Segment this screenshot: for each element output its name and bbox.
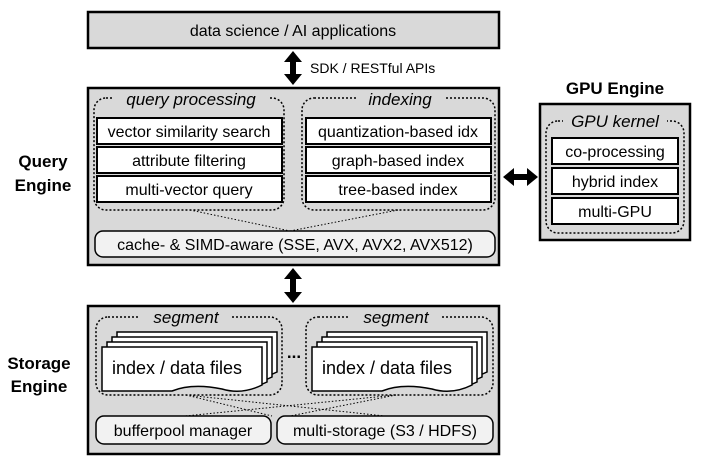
segment-title: segment [153, 308, 219, 327]
file-stack [101, 331, 278, 392]
files-label: index / data files [322, 358, 452, 378]
indexing-title: indexing [368, 90, 432, 109]
query-processing-item: vector similarity search [108, 124, 271, 141]
bufferpool-label: bufferpool manager [114, 423, 253, 440]
multi-storage-label: multi-storage (S3 / HDFS) [293, 423, 477, 440]
indexing-items: quantization-based idx graph-based index… [305, 117, 492, 203]
gpu-engine-title: GPU Engine [566, 79, 664, 98]
simd-bar-label: cache- & SIMD-aware (SSE, AVX, AVX2, AVX… [117, 237, 473, 254]
bufferpool-bar [95, 415, 272, 445]
segment-title: segment [363, 308, 429, 327]
gpu-kernel-title: GPU kernel [571, 112, 660, 131]
file-stack [311, 331, 488, 392]
multi-storage-bar [276, 415, 494, 445]
storage-double-arrow [284, 268, 302, 303]
simd-bar [94, 230, 496, 258]
indexing-item: tree-based index [338, 182, 457, 199]
api-arrow-label: SDK / RESTful APIs [310, 60, 435, 76]
indexing-item: graph-based index [332, 153, 465, 170]
storage-engine-title-line1: Storage [7, 354, 70, 373]
query-processing-group [93, 97, 285, 211]
query-processing-item: attribute filtering [132, 153, 246, 170]
query-processing-item: multi-vector query [125, 182, 252, 199]
gpu-items: co-processing hybrid index multi-GPU [551, 137, 679, 225]
query-processing-title: query processing [126, 90, 256, 109]
indexing-item: quantization-based idx [318, 124, 478, 141]
gpu-item: multi-GPU [578, 204, 652, 221]
query-connector-lines [189, 209, 399, 232]
storage-connector-lines [184, 394, 397, 417]
query-engine-title-line2: Engine [15, 176, 72, 195]
gpu-item: co-processing [565, 144, 665, 161]
query-processing-items: vector similarity search attribute filte… [96, 117, 283, 203]
segment-ellipsis: ... [287, 343, 301, 362]
gpu-double-arrow [503, 168, 538, 186]
query-engine-title-line1: Query [18, 152, 68, 171]
gpu-item: hybrid index [572, 174, 658, 191]
top-bar [86, 10, 501, 50]
files-label: index / data files [112, 358, 242, 378]
api-double-arrow [284, 51, 302, 85]
top-bar-label: data science / AI applications [190, 23, 396, 40]
storage-engine-title-line2: Engine [11, 377, 68, 396]
